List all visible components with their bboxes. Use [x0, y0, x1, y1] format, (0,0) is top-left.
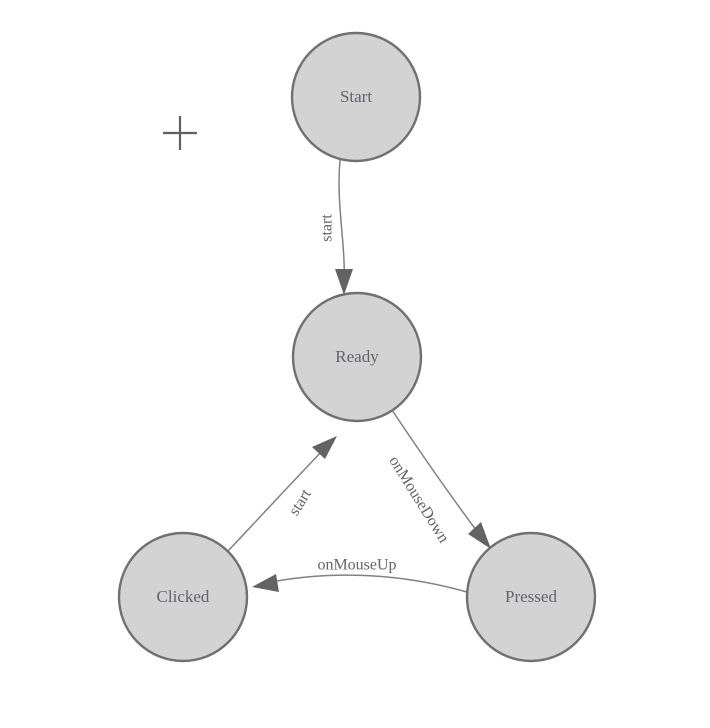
- node-circle-start[interactable]: [290, 31, 422, 163]
- node-label-pressed: Pressed: [505, 587, 557, 606]
- node-pressed[interactable]: Pressed: [465, 531, 597, 663]
- edge-label-ready-to-pressed: onMouseDown: [385, 453, 452, 546]
- edge-path-start-to-ready[interactable]: [338, 159, 346, 284]
- node-ready[interactable]: Ready: [291, 291, 423, 423]
- node-label-clicked: Clicked: [157, 587, 210, 606]
- node-circle-ready[interactable]: [291, 291, 423, 423]
- node-circle-pressed[interactable]: [465, 531, 597, 663]
- edge-label-clicked-to-ready: start: [286, 486, 315, 519]
- edge-label-start-to-ready: start: [319, 214, 336, 242]
- edge-path-ready-to-pressed[interactable]: [391, 409, 483, 539]
- edge-label-pressed-to-clicked: onMouseUp: [317, 557, 396, 574]
- arrowhead-ready-to-pressed: [468, 522, 491, 549]
- edge-pressed-to-clicked[interactable]: onMouseUp: [252, 557, 468, 593]
- arrowhead-start-to-ready: [335, 269, 353, 295]
- edge-clicked-to-ready[interactable]: start: [227, 436, 337, 552]
- arrowhead-clicked-to-ready: [312, 436, 337, 459]
- nodes-layer: Start Ready Clicked Pressed: [117, 31, 597, 663]
- node-circle-clicked[interactable]: [117, 531, 249, 663]
- edge-ready-to-pressed[interactable]: onMouseDown: [385, 409, 491, 549]
- node-clicked[interactable]: Clicked: [117, 531, 249, 663]
- node-label-ready: Ready: [335, 347, 379, 366]
- node-start[interactable]: Start: [290, 31, 422, 163]
- node-label-start: Start: [340, 87, 372, 106]
- arrowhead-pressed-to-clicked: [252, 574, 279, 592]
- edge-path-clicked-to-ready[interactable]: [227, 446, 327, 552]
- edge-start-to-ready[interactable]: start: [319, 159, 353, 295]
- edge-path-pressed-to-clicked[interactable]: [265, 574, 468, 593]
- crosshair-cursor-icon: [163, 116, 197, 150]
